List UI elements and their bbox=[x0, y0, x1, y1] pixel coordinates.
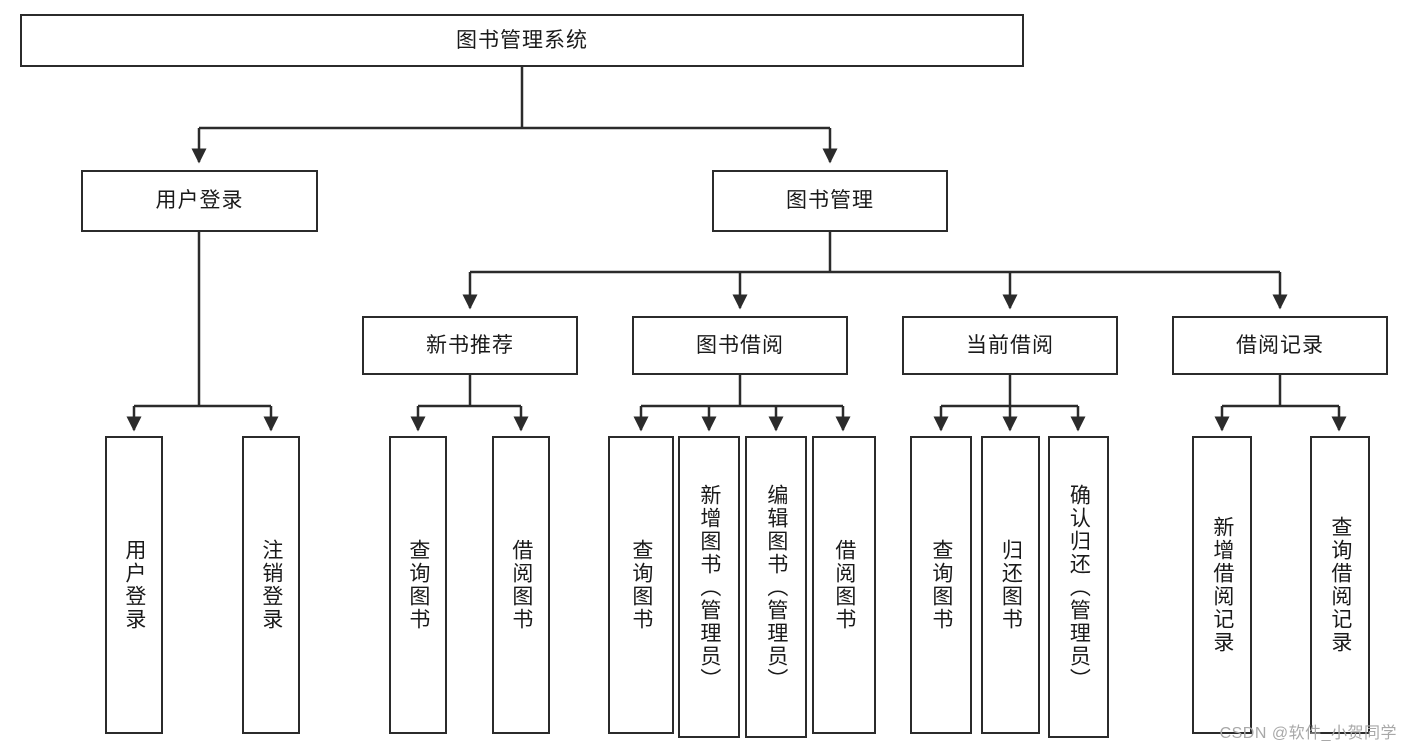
node-new-book-recommend-label: 新书推荐 bbox=[426, 333, 514, 357]
node-book-borrow[interactable]: 图书借阅 bbox=[632, 316, 848, 375]
leaf-current-query-book-label: 查询图书 bbox=[929, 539, 953, 631]
leaf-borrow-add-book-admin-label: 新增图书（管理员） bbox=[697, 483, 721, 691]
node-root-label: 图书管理系统 bbox=[456, 28, 588, 52]
leaf-record-add-record-label: 新增借阅记录 bbox=[1210, 516, 1234, 654]
leaf-borrow-query-book-label: 查询图书 bbox=[629, 539, 653, 631]
node-borrow-record-label: 借阅记录 bbox=[1236, 333, 1324, 357]
leaf-user-login-logout-label: 注销登录 bbox=[259, 539, 283, 631]
node-current-borrow[interactable]: 当前借阅 bbox=[902, 316, 1118, 375]
leaf-recommend-query-book[interactable]: 查询图书 bbox=[389, 436, 447, 734]
leaf-current-return-book-label: 归还图书 bbox=[999, 539, 1023, 631]
leaf-user-login-login-label: 用户登录 bbox=[122, 539, 146, 631]
leaf-recommend-borrow-book-label: 借阅图书 bbox=[509, 539, 533, 631]
node-book-management[interactable]: 图书管理 bbox=[712, 170, 948, 232]
leaf-borrow-borrow-book-label: 借阅图书 bbox=[832, 539, 856, 631]
leaf-borrow-edit-book-admin-label: 编辑图书（管理员） bbox=[764, 483, 788, 691]
leaf-record-query-record-label: 查询借阅记录 bbox=[1328, 516, 1352, 654]
leaf-record-add-record[interactable]: 新增借阅记录 bbox=[1192, 436, 1252, 734]
leaf-record-query-record[interactable]: 查询借阅记录 bbox=[1310, 436, 1370, 734]
node-current-borrow-label: 当前借阅 bbox=[966, 333, 1054, 357]
node-book-management-label: 图书管理 bbox=[786, 189, 874, 213]
leaf-borrow-edit-book-admin[interactable]: 编辑图书（管理员） bbox=[745, 436, 807, 738]
leaf-recommend-query-book-label: 查询图书 bbox=[406, 539, 430, 631]
leaf-current-query-book[interactable]: 查询图书 bbox=[910, 436, 972, 734]
leaf-borrow-borrow-book[interactable]: 借阅图书 bbox=[812, 436, 876, 734]
node-new-book-recommend[interactable]: 新书推荐 bbox=[362, 316, 578, 375]
leaf-user-login-login[interactable]: 用户登录 bbox=[105, 436, 163, 734]
node-borrow-record[interactable]: 借阅记录 bbox=[1172, 316, 1388, 375]
node-book-borrow-label: 图书借阅 bbox=[696, 333, 784, 357]
leaf-current-return-book[interactable]: 归还图书 bbox=[981, 436, 1040, 734]
node-user-login-label: 用户登录 bbox=[155, 189, 244, 213]
leaf-current-confirm-return-admin[interactable]: 确认归还（管理员） bbox=[1048, 436, 1109, 738]
leaf-recommend-borrow-book[interactable]: 借阅图书 bbox=[492, 436, 550, 734]
leaf-user-login-logout[interactable]: 注销登录 bbox=[242, 436, 300, 734]
node-user-login[interactable]: 用户登录 bbox=[81, 170, 318, 232]
leaf-borrow-query-book[interactable]: 查询图书 bbox=[608, 436, 674, 734]
leaf-borrow-add-book-admin[interactable]: 新增图书（管理员） bbox=[678, 436, 740, 738]
node-root[interactable]: 图书管理系统 bbox=[20, 14, 1024, 67]
leaf-current-confirm-return-admin-label: 确认归还（管理员） bbox=[1067, 483, 1091, 691]
watermark-text: CSDN @软件_小贺同学 bbox=[1219, 725, 1397, 742]
